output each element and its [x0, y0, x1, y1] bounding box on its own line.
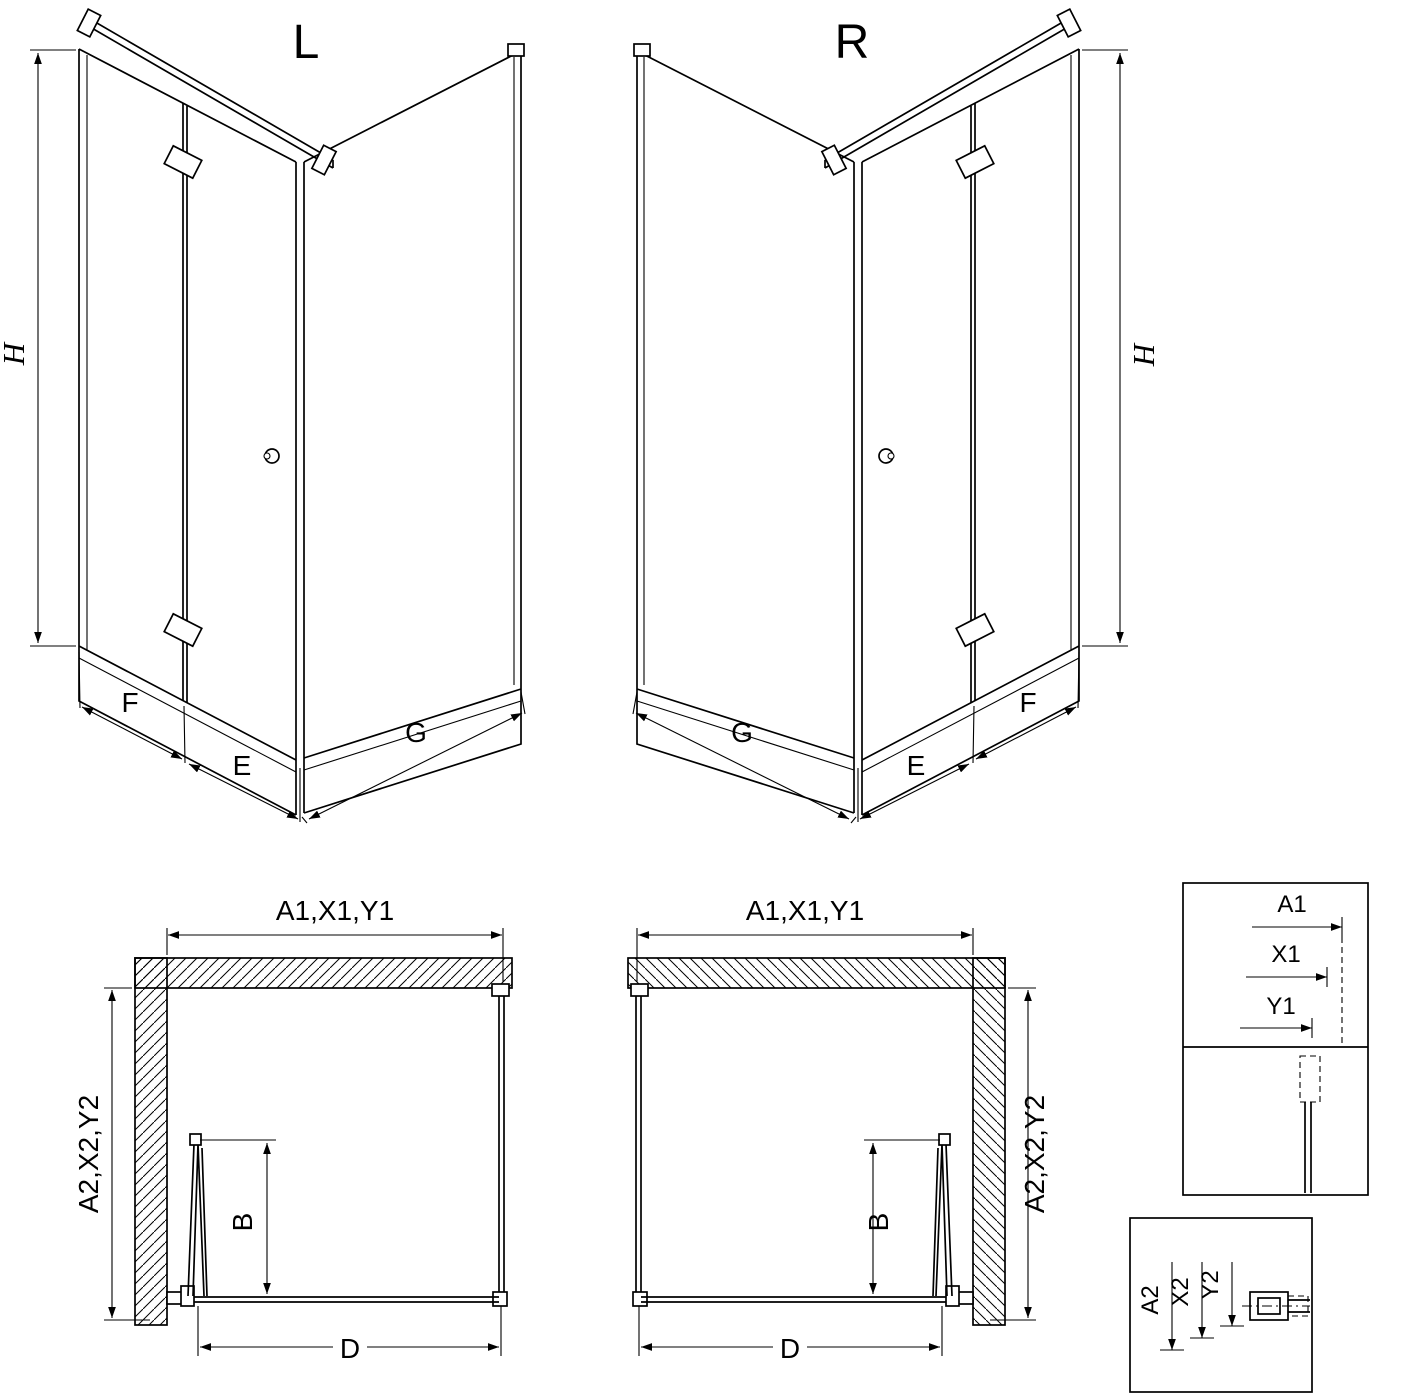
dim-label-G-right: G: [731, 717, 753, 748]
detail-top-label-X1: X1: [1271, 941, 1300, 968]
perspective-view-right: [633, 9, 1128, 823]
detail-bottom-label-Y2: Y2: [1197, 1270, 1224, 1299]
detail-bottom-label-A2: A2: [1137, 1285, 1164, 1314]
plan-view-right: [628, 928, 1036, 1356]
detail-top-label-Y1: Y1: [1266, 993, 1295, 1020]
detail-top-label-A1: A1: [1277, 891, 1306, 918]
plan-right-top-dim-label: A1,X1,Y1: [746, 895, 864, 926]
dim-label-F-right: F: [1019, 687, 1036, 718]
variant-title-right: R: [835, 16, 870, 69]
labels: L H F E G R H F E G A1,X1,Y1 A2,X2,Y2 B …: [0, 16, 1307, 1364]
detail-view-bottom: [1129, 1217, 1313, 1393]
detail-bottom-label-X2: X2: [1167, 1277, 1194, 1306]
dim-label-H-right: H: [1127, 342, 1162, 367]
glass-edge-detail: [1304, 1102, 1312, 1193]
plan-left-bottom-dim-label: D: [340, 1333, 360, 1364]
detail-top-frame: [1182, 882, 1369, 1196]
dim-label-G-left: G: [405, 717, 427, 748]
plan-left-side-dim-label: A2,X2,Y2: [73, 1095, 104, 1213]
dim-label-E-left: E: [233, 750, 252, 781]
perspective-view-left: [30, 9, 525, 823]
plan-left-door-dim-label: B: [227, 1213, 258, 1232]
dim-label-E-right: E: [907, 750, 926, 781]
dim-label-H-left: H: [0, 341, 31, 366]
plan-right-bottom-dim-label: D: [780, 1333, 800, 1364]
glass-edge-section: [1288, 1299, 1310, 1313]
dim-label-F-left: F: [121, 687, 138, 718]
detail-view-top: [1182, 882, 1369, 1196]
wall-profile-section: [1299, 1055, 1321, 1103]
plan-right-side-dim-label: A2,X2,Y2: [1019, 1095, 1050, 1213]
plan-left-top-dim-label: A1,X1,Y1: [276, 895, 394, 926]
plan-right-door-dim-label: B: [863, 1213, 894, 1232]
plan-view-left: [104, 928, 512, 1356]
variant-title-left: L: [293, 16, 320, 69]
